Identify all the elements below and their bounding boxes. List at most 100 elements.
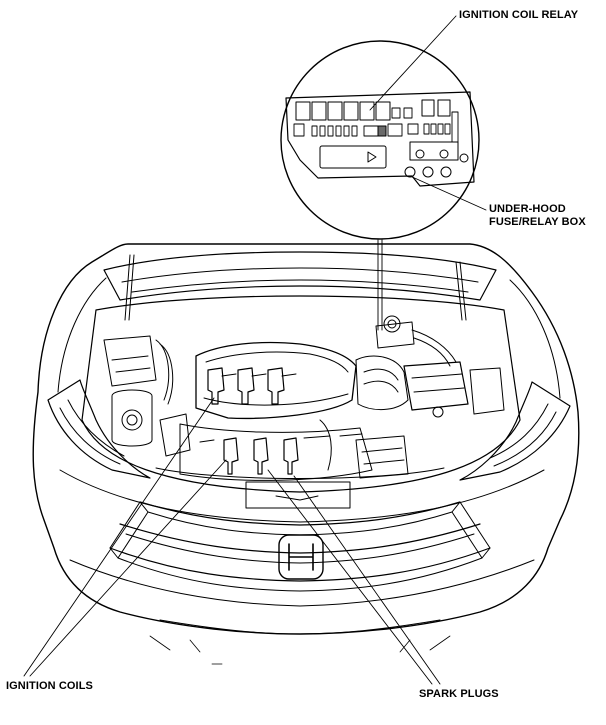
radiator-support bbox=[155, 467, 445, 479]
engine-block-detail bbox=[199, 433, 363, 443]
terminal-1 bbox=[415, 149, 425, 159]
headlights bbox=[47, 379, 571, 481]
leader-ignition-coils-2 bbox=[29, 459, 227, 677]
front-emblem bbox=[278, 534, 324, 580]
fuse-5 bbox=[343, 125, 350, 137]
leader-ignition-coils-1 bbox=[23, 397, 215, 677]
radiator-latch bbox=[245, 481, 351, 509]
fuse-box-cover-slot bbox=[319, 145, 387, 169]
relay-2 bbox=[311, 101, 327, 121]
coil-lower-2 bbox=[253, 437, 269, 475]
relay-8 bbox=[437, 99, 451, 117]
left-component-cap-inner bbox=[126, 414, 138, 426]
fuse-3 bbox=[327, 125, 334, 137]
grille-bar-2 bbox=[119, 523, 481, 554]
coil-upper-3 bbox=[267, 367, 285, 405]
leader-lines bbox=[23, 15, 487, 685]
fuse-11 bbox=[407, 123, 419, 135]
grille-left-side bbox=[109, 501, 149, 559]
ignition-coil-relay-label: IGNITION COIL RELAY bbox=[459, 9, 579, 21]
front-grille bbox=[109, 501, 491, 592]
intake-manifold bbox=[355, 355, 409, 410]
fuse-box-housing bbox=[285, 91, 475, 187]
fuse-16 bbox=[451, 111, 459, 143]
hood-strut-left bbox=[124, 254, 131, 321]
left-headlight bbox=[47, 379, 151, 479]
ground-line-left bbox=[149, 635, 201, 653]
grille-right-side bbox=[451, 501, 491, 559]
right-reservoir-cap bbox=[383, 315, 401, 333]
air-box bbox=[403, 361, 469, 411]
leader-fuse-box bbox=[409, 175, 487, 211]
leader-spark-plugs-1 bbox=[267, 469, 433, 685]
fuse-10 bbox=[387, 123, 403, 137]
grille-bar-3b bbox=[117, 557, 483, 592]
coil-upper-2 bbox=[237, 367, 255, 405]
front-emblem-h bbox=[288, 543, 314, 571]
engine-cover bbox=[195, 341, 357, 419]
fuse-8 bbox=[391, 107, 401, 119]
relay-7 bbox=[421, 99, 435, 117]
hood-strut-left-b bbox=[128, 254, 135, 321]
fuse-6 bbox=[351, 125, 358, 137]
fuse-1 bbox=[311, 125, 318, 137]
engine-bay-outline bbox=[81, 295, 521, 493]
radiator-latch-detail bbox=[275, 495, 319, 501]
fuse-relay-box-label: UNDER-HOOD FUSE/RELAY BOX bbox=[489, 203, 586, 229]
ignition-coils-label: IGNITION COILS bbox=[6, 680, 93, 692]
right-side-component bbox=[469, 367, 505, 415]
leader-ignition-coil-relay bbox=[369, 15, 457, 111]
engine-cover-ridge bbox=[205, 351, 349, 373]
right-headlight bbox=[459, 381, 571, 481]
left-component-1 bbox=[103, 335, 157, 387]
fuse-box-callout bbox=[280, 40, 480, 240]
right-fender-line bbox=[509, 279, 561, 399]
fuse-2 bbox=[319, 125, 326, 137]
terminal-5 bbox=[422, 166, 434, 178]
terminal-6 bbox=[440, 166, 452, 178]
grille-bar-1 bbox=[139, 501, 461, 526]
left-bracket bbox=[159, 413, 191, 457]
bumper-line-3 bbox=[159, 619, 441, 635]
fuse-box-label-line2: FUSE/RELAY BOX bbox=[489, 216, 586, 228]
ignition-coil-relay-highlight bbox=[377, 125, 387, 137]
callout-circle bbox=[280, 40, 480, 240]
left-fender-line bbox=[57, 277, 107, 393]
lower-right-detail bbox=[361, 447, 405, 465]
terminal-4 bbox=[404, 166, 416, 178]
right-reservoir-cap-inner bbox=[387, 319, 397, 329]
engine-block-lower bbox=[179, 423, 373, 481]
coil-lower-1 bbox=[223, 437, 239, 475]
lower-coil-row bbox=[223, 437, 299, 475]
fuse-box-arrow bbox=[367, 151, 377, 163]
relay-4 bbox=[343, 101, 359, 121]
left-component-cap bbox=[121, 409, 143, 431]
car-outer-outline bbox=[32, 243, 580, 635]
fuse-17 bbox=[293, 123, 305, 137]
car-body bbox=[32, 243, 580, 665]
hood-outline bbox=[103, 251, 497, 301]
intake-tube bbox=[363, 368, 399, 393]
leader-spark-plugs-2 bbox=[293, 475, 441, 685]
left-hose bbox=[155, 339, 174, 405]
bumper-line-2 bbox=[69, 559, 535, 607]
hood-inner bbox=[121, 267, 479, 283]
right-headlight-inner bbox=[493, 411, 557, 467]
terminal-2 bbox=[439, 149, 449, 159]
hood-strut-right bbox=[455, 261, 463, 321]
fuse-9 bbox=[403, 107, 413, 119]
hood-inner-2 bbox=[131, 279, 469, 293]
terminal-3 bbox=[459, 153, 469, 163]
right-headlight-inner-2 bbox=[489, 403, 549, 459]
hood bbox=[103, 251, 497, 321]
fuse-12 bbox=[423, 123, 430, 135]
right-upper-hose bbox=[411, 329, 457, 367]
spark-plugs-label: SPARK PLUGS bbox=[419, 688, 499, 700]
left-component-2 bbox=[111, 355, 151, 373]
coil-upper-1 bbox=[207, 367, 225, 405]
bumper-line-1 bbox=[59, 469, 545, 523]
lower-right-hose bbox=[319, 419, 332, 471]
coil-upper-connectors bbox=[221, 373, 297, 377]
relay-3 bbox=[327, 101, 343, 121]
ground-line-right bbox=[399, 635, 451, 653]
